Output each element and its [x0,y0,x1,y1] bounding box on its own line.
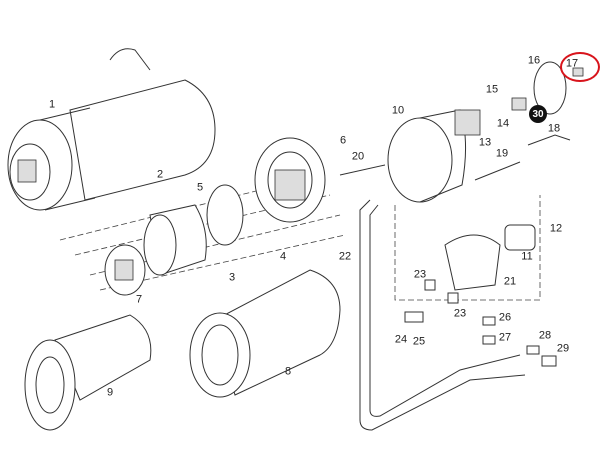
highlight-circle [560,52,600,82]
part-5-disc [206,184,244,246]
part-22-harness [359,199,526,431]
part-label-10: 10 [391,104,405,117]
part-label-29: 29 [556,342,570,355]
part-label-1: 1 [48,98,56,111]
part-6-fan [254,137,326,223]
part-label-23a: 23 [413,268,427,281]
part-label-12: 12 [549,222,563,235]
part-30-holder [511,97,527,111]
part-10-burner-head [387,109,481,203]
part-20-fitting [339,164,386,176]
part-label-25: 25 [412,335,426,348]
part-7-cap [104,244,146,296]
part-label-3: 3 [228,271,236,284]
part-28-connector [526,345,540,355]
part-18-19-electrodes [474,134,571,181]
part-label-22: 22 [338,250,352,263]
part-label-21: 21 [503,275,517,288]
part-23-relay-a [424,279,436,291]
part-label-19: 19 [495,147,509,160]
part-label-9: 9 [106,386,114,399]
part-label-26: 26 [498,311,512,324]
part-9-tube [24,314,152,431]
part-label-16: 16 [527,54,541,67]
part-26-connector [482,316,496,326]
part-8-cylinder [189,269,341,398]
part-21-control [444,234,501,291]
part-1-housing [7,48,216,211]
part-label-14: 14 [496,117,510,130]
part-label-27: 27 [498,331,512,344]
part-label-18: 18 [547,122,561,135]
part-label-2: 2 [156,168,164,181]
part-label-15: 15 [485,83,499,96]
part-label-11: 11 [521,250,533,263]
part-label-6: 6 [339,134,347,147]
part-11-motor [504,224,536,251]
part-29-connector [541,355,557,367]
part-label-28: 28 [538,329,552,342]
part-label-5: 5 [196,181,204,194]
part-23-relay-b [447,292,459,304]
part-label-24: 24 [394,333,408,346]
part-16-disc [533,61,567,115]
part-27-connector [482,335,496,345]
part-label-23b: 23 [453,307,467,320]
part-label-13: 13 [478,136,492,149]
part-label-8: 8 [284,365,292,378]
part-label-7: 7 [135,293,143,306]
callout-badge-30: 30 [529,105,547,123]
control-box-outline [394,195,541,301]
part-2-motor [143,204,207,276]
part-24-connector [404,311,424,323]
part-label-20: 20 [351,150,365,163]
part-label-4: 4 [279,250,287,263]
